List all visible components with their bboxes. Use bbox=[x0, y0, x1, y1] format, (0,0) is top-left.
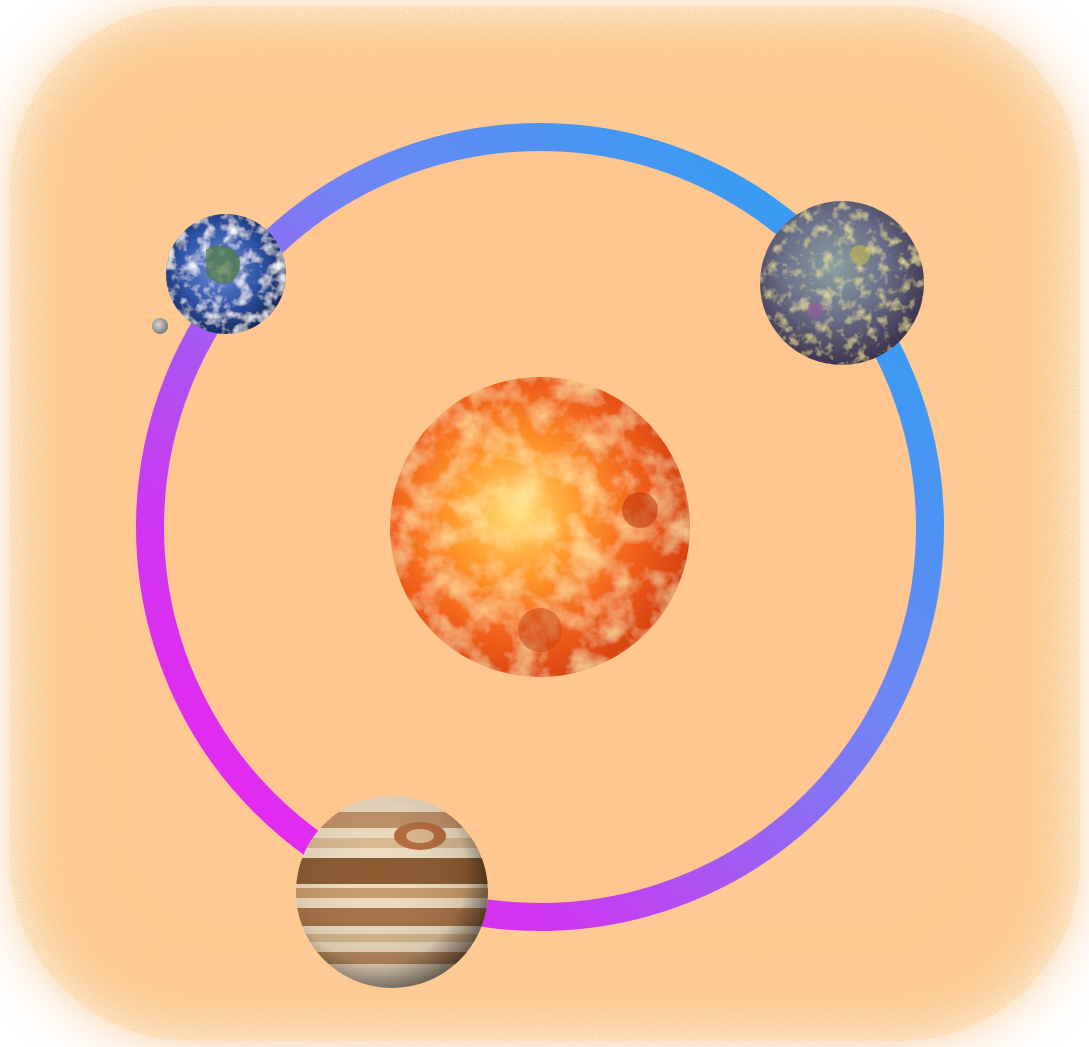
jupiter-icon[interactable] bbox=[290, 790, 500, 1000]
orbit-ring bbox=[136, 123, 944, 931]
moon-icon[interactable] bbox=[152, 318, 168, 334]
earth-icon[interactable] bbox=[166, 214, 286, 334]
sun-icon bbox=[390, 377, 690, 677]
mercury-icon[interactable] bbox=[760, 201, 924, 365]
